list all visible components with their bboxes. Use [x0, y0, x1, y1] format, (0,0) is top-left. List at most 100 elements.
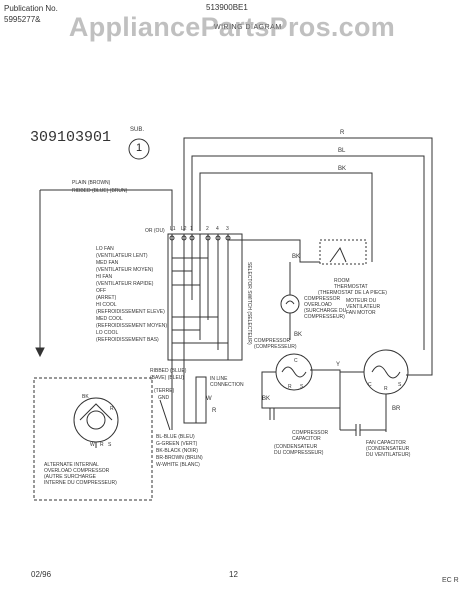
switch-pos-11: (REFROIDISSEMENT MOYEN) — [96, 323, 167, 329]
comp-terminal-r: R — [288, 384, 292, 390]
overload-2: OVERLOAD — [304, 302, 332, 308]
part-number: 309103901 — [30, 129, 112, 146]
switch-pos-6: OFF — [96, 288, 106, 294]
cord-label-3: (TERRE) — [154, 388, 175, 394]
legend-0: BL-BLUE (BLEU) — [156, 434, 195, 440]
wire-thermostat — [228, 239, 320, 263]
alt-terminal-bk: BK — [82, 394, 89, 400]
plug-label-1: PLAIN (BROWN) — [72, 180, 111, 186]
cord-label-2: (BAVE) (BLEU) — [150, 375, 184, 381]
plug-label-2: RIBBED (BLUE) (BRUN) — [72, 188, 128, 194]
compressor-2: (COMPRESSEUR) — [254, 344, 297, 350]
fan-capacitor-1: FAN CAPACITOR — [366, 440, 406, 446]
switch-pos-8: HI COOL — [96, 302, 117, 308]
alt-terminal-s: S — [108, 442, 112, 448]
or-label: OR (OU) — [145, 228, 165, 234]
publication-label: Publication No. — [4, 4, 58, 13]
alt-overload-3: (AUTRE SURCHARGE — [44, 474, 97, 480]
cord-label-1: RIBBED (BLUE) — [150, 368, 187, 374]
wire-label-bk-2: BK — [292, 254, 300, 260]
alt-overload-4: INTERNE DU COMPRESSEUR) — [44, 480, 117, 486]
terminal-l2: L2 — [181, 226, 187, 232]
overload-4: COMPRESSEUR) — [304, 314, 345, 320]
fan-terminal-s: S — [398, 382, 402, 388]
watermark: AppliancePartsPros.com — [68, 12, 396, 42]
diagram-title: WIRING DIAGRAM — [214, 24, 282, 31]
terminal-3: 3 — [226, 226, 229, 232]
alt-overload-1: ALTERNATE INTERNAL — [44, 462, 99, 468]
sub-number: 1 — [135, 142, 143, 154]
alt-terminal-w: W — [90, 442, 95, 448]
inline-connection-2: CONNECTION — [210, 382, 244, 388]
legend-3: BR-BROWN (BRUN) — [156, 455, 203, 461]
comp-capacitor-2: CAPACITOR — [292, 436, 321, 442]
switch-pos-5: (VENTILATEUR RAPIDE) — [96, 281, 154, 287]
model-number: 513900BE1 — [206, 3, 248, 12]
switch-pos-7: (ARRET) — [96, 295, 117, 301]
wire-label-bk-4: BK — [262, 396, 270, 402]
publication-info: Publication No. 5995277& — [4, 3, 58, 25]
comp-capacitor-1: COMPRESSOR — [292, 430, 329, 436]
terminal-4: 4 — [216, 226, 219, 232]
power-cord — [40, 189, 173, 231]
terminal-2: 2 — [206, 226, 209, 232]
legend-4: W-WHITE (BLANC) — [156, 462, 200, 468]
cord-label-4: GND — [158, 395, 170, 401]
fan-terminal-c: C — [368, 382, 372, 388]
switch-pos-4: HI FAN — [96, 274, 113, 280]
inline-connection-1: IN LINE — [210, 376, 228, 382]
wire-label-w: W — [206, 396, 212, 402]
fan-terminal-r: R — [384, 386, 388, 392]
wire-label-br: BR — [392, 406, 401, 412]
switch-pos-9: (REFROIDISSEMENT ELEVE) — [96, 309, 165, 315]
switch-pos-0: LO FAN — [96, 246, 114, 252]
inline-connection — [195, 376, 207, 424]
fan-capacitor-3: DU VENTILATEUR) — [366, 452, 411, 458]
switch-pos-2: MED FAN — [96, 260, 119, 266]
switch-pos-3: (VENTILATEUR MOYEN) — [96, 267, 153, 273]
publication-number: 5995277& — [4, 15, 41, 24]
alt-overload-2: OVERLOAD COMPRESSOR — [44, 468, 110, 474]
selector-switch-label: SELECTOR SWITCH (SELECTEUR) — [246, 262, 252, 345]
overload-3: (SURCHARGE DU — [304, 308, 347, 314]
wire-red-top — [183, 137, 433, 376]
thermostat-1: ROOM — [334, 278, 350, 284]
wire-label-bk: BK — [338, 166, 346, 172]
wire-label-r: R — [340, 130, 345, 136]
legend-1: G-GREEN (VERT) — [156, 441, 198, 447]
switch-pos-13: (REFROIDISSEMENT BAS) — [96, 337, 159, 343]
footer-corner: EC R — [442, 577, 459, 584]
switch-pos-1: (VENTILATEUR LENT) — [96, 253, 148, 259]
selector-switch-box — [167, 233, 243, 361]
wire-label-bl: BL — [338, 148, 346, 154]
fan-motor-1: MOTEUR DU — [346, 298, 377, 304]
thermostat-3: (THERMOSTAT DE LA PIECE) — [318, 290, 387, 296]
sub-circle — [128, 138, 150, 160]
comp-terminal-c: C — [294, 358, 298, 364]
wire-label-y: Y — [336, 362, 340, 368]
wire-black-top — [199, 172, 373, 262]
compressor-1: COMPRESSOR — [254, 338, 291, 344]
fan-capacitor-2: (CONDENSATEUR — [366, 446, 410, 452]
footer-page: 12 — [229, 570, 238, 579]
sub-label: SUB. — [130, 127, 145, 133]
switch-pos-12: LO COOL — [96, 330, 118, 336]
cord-arrow — [35, 347, 45, 358]
comp-terminal-s: S — [300, 384, 304, 390]
switch-positions: LO FAN (VENTILATEUR LENT) MED FAN (VENTI… — [96, 246, 167, 343]
overload-1: COMPRESSOR — [304, 296, 341, 302]
alt-terminal-r: R — [110, 406, 114, 412]
comp-capacitor-3: (CONDENSATEUR — [274, 444, 318, 450]
compressor-overload — [280, 294, 300, 314]
comp-capacitor-4: DU COMPRESSEUR) — [274, 450, 324, 456]
room-thermostat — [319, 239, 367, 265]
footer-date: 02/96 — [31, 570, 52, 579]
switch-pos-10: MED COOL — [96, 316, 123, 322]
terminal-l1: L1 — [170, 226, 176, 232]
wire-blue-top — [191, 155, 425, 350]
alt-terminal-r2: R — [100, 442, 104, 448]
legend-2: BK-BLACK (NOIR) — [156, 448, 198, 454]
wire-label-r-2: R — [212, 408, 217, 414]
fan-motor-3: FAN MOTOR — [346, 310, 376, 316]
